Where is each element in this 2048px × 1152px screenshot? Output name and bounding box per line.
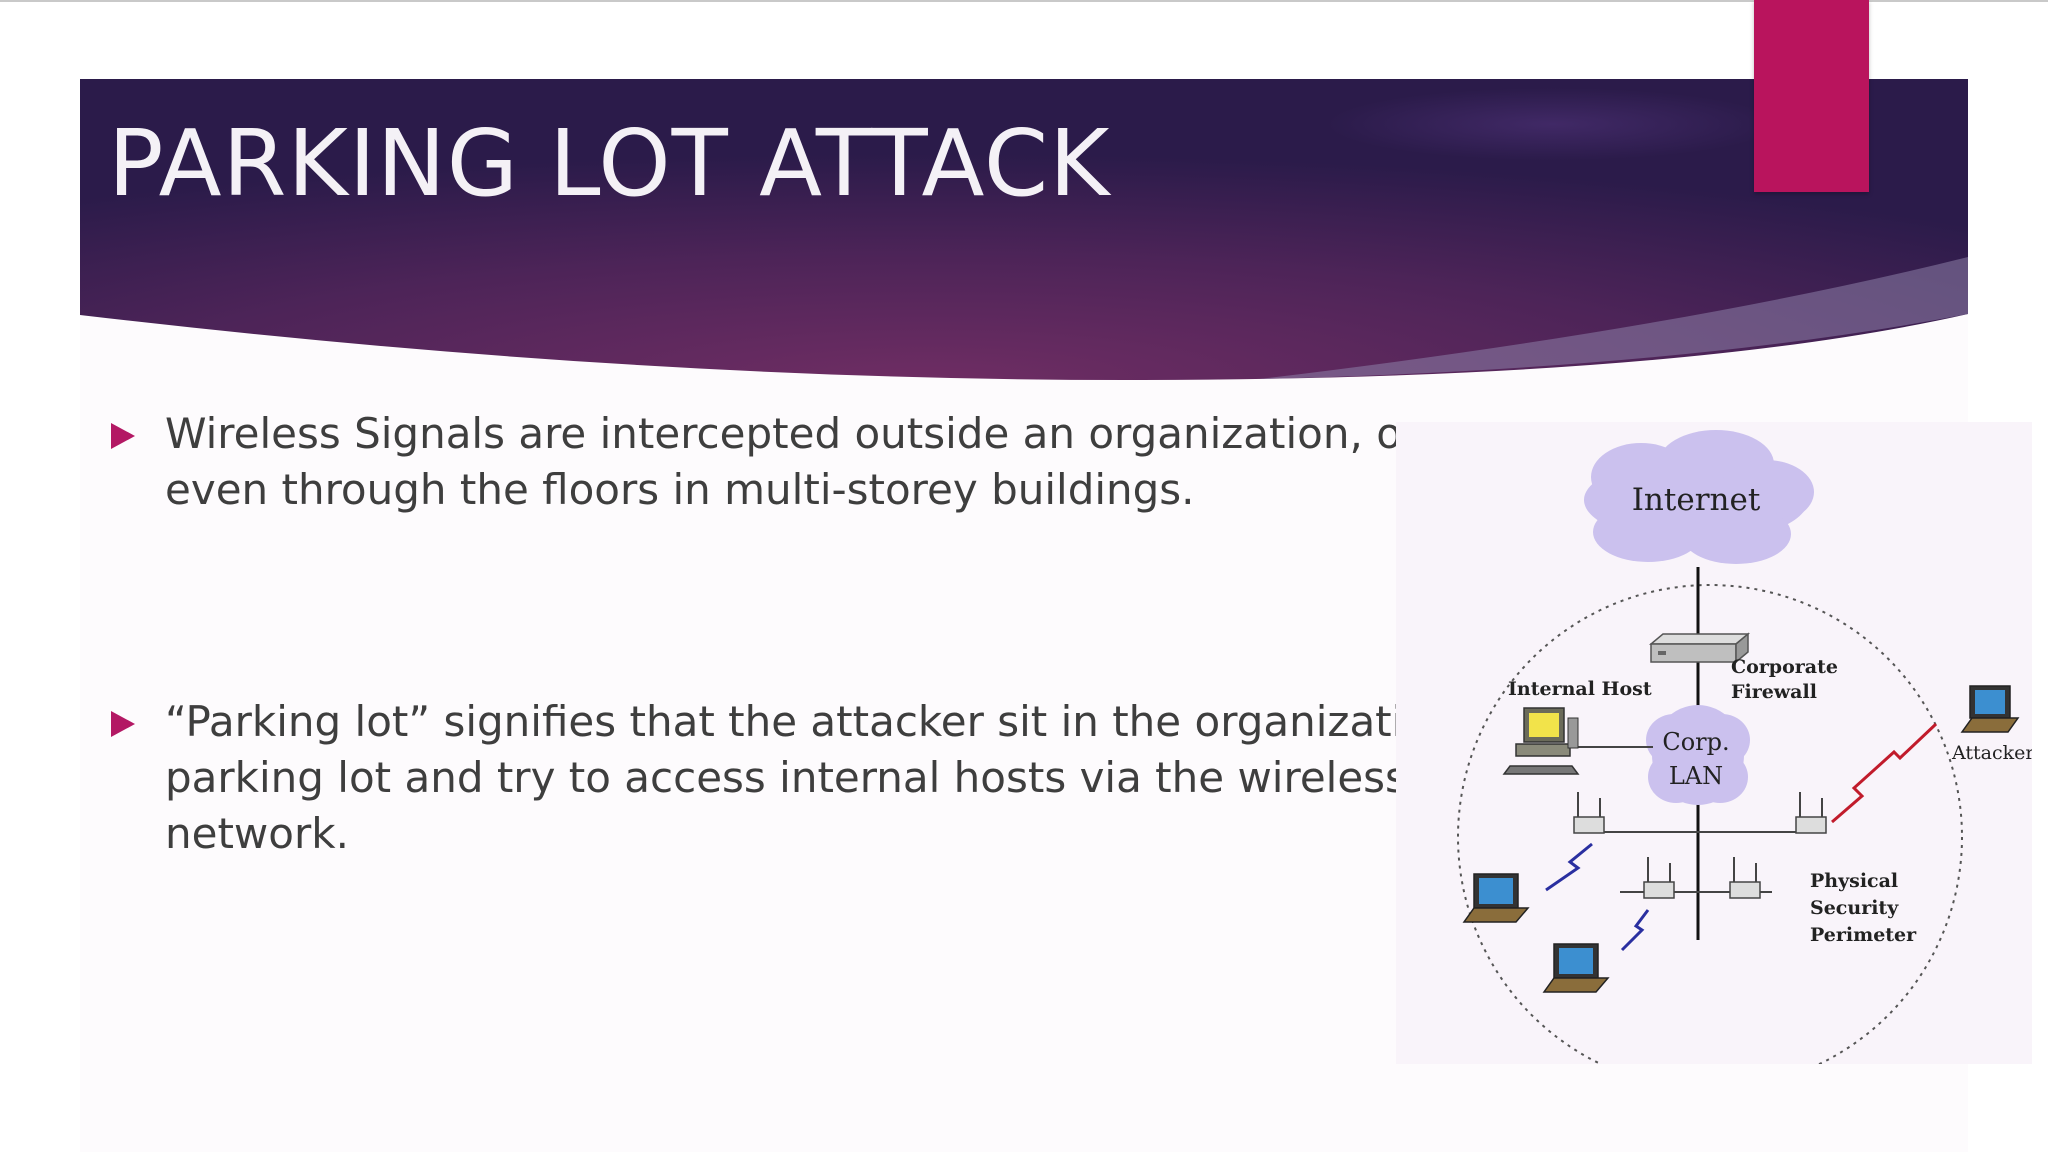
- access-point-icon: [1643, 857, 1675, 899]
- lan-cloud-icon: [1646, 705, 1750, 805]
- laptop-icon: [1542, 943, 1610, 993]
- network-diagram: Internet Corporate Firewall Corp. LA: [1396, 422, 2032, 1064]
- laptop-icon: [1960, 685, 2020, 733]
- bullet-text: Wireless Signals are intercepted outside…: [165, 409, 1420, 514]
- attacker-label: Attacker: [1951, 742, 2032, 764]
- lan-label: Corp.: [1662, 728, 1729, 756]
- access-point-icon: [1729, 857, 1761, 899]
- triangle-bullet-icon: [111, 711, 135, 737]
- bullet-text: “Parking lot” signifies that the attacke…: [165, 697, 1490, 858]
- slide-title: PARKING LOT ATTACK: [108, 110, 1111, 217]
- internet-label: Internet: [1632, 482, 1761, 518]
- access-point-icon: [1795, 792, 1827, 834]
- title-banner: [80, 79, 1968, 381]
- triangle-bullet-icon: [111, 423, 135, 449]
- top-divider: [0, 0, 2048, 2]
- desktop-computer-icon: [1502, 707, 1580, 775]
- perimeter-label: Physical: [1810, 870, 1898, 892]
- accent-tab: [1754, 0, 1869, 192]
- security-perimeter-circle: [1457, 584, 1963, 1064]
- wireless-link-icon: [1620, 909, 1650, 952]
- wireless-link-icon: [1545, 842, 1593, 892]
- wireless-link-icon: [1831, 722, 1938, 824]
- laptop-icon: [1462, 873, 1530, 923]
- perimeter-label: Perimeter: [1810, 924, 1917, 946]
- lan-label: LAN: [1669, 762, 1723, 790]
- firewall-icon: [1648, 632, 1751, 664]
- firewall-label: Corporate: [1731, 656, 1838, 678]
- perimeter-label: Security: [1810, 897, 1899, 919]
- access-point-icon: [1573, 792, 1605, 834]
- firewall-label: Firewall: [1731, 681, 1817, 703]
- internal-host-label: Internal Host: [1508, 678, 1652, 700]
- cloud-icon: [1584, 430, 1814, 564]
